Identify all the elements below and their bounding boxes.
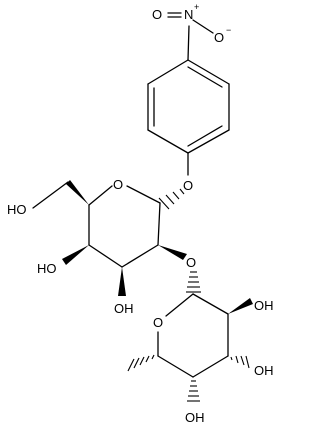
- nitro-oxygen-single: O: [214, 30, 224, 45]
- c3-wedge: [118, 267, 126, 296]
- nitro-nitrogen: N: [184, 7, 193, 22]
- c4-hydroxyl: HO: [37, 261, 57, 276]
- nitro-oxygen-double: O: [152, 7, 162, 22]
- nitrogen-plus-charge: +: [194, 2, 199, 12]
- ring2-c3-hydroxyl: OH: [254, 363, 274, 378]
- benzene-ring: [147, 59, 230, 154]
- c4-wedge: [62, 245, 89, 265]
- aryl-glycoside-linkage: O: [158, 152, 193, 210]
- oxygen-minus-charge: −: [226, 25, 231, 35]
- inter-sugar-linkage: O: [186, 255, 201, 293]
- c2-wedge: [158, 245, 187, 260]
- chemical-structure: O N + O − O O HO: [7, 2, 274, 425]
- c6-wedge: [66, 180, 89, 205]
- c6-hydroxyl: HO: [7, 202, 27, 217]
- ring1-oxygen: O: [113, 177, 123, 192]
- pyranose-ring-1: O HO HO OH: [7, 177, 187, 316]
- ring2-c2-hydroxyl: OH: [254, 298, 274, 313]
- c3-hydroxyl: OH: [114, 301, 134, 316]
- ring2-oxygen: O: [153, 315, 163, 330]
- ring2-c4-hydroxyl: OH: [185, 410, 205, 425]
- nitro-group: O N + O −: [152, 2, 231, 61]
- glycosidic-oxygen: O: [183, 178, 193, 193]
- linking-oxygen: O: [186, 255, 196, 270]
- ring2-c2-wedge: [228, 298, 253, 314]
- pyranose-ring-2: O OH OH OH: [127, 293, 274, 425]
